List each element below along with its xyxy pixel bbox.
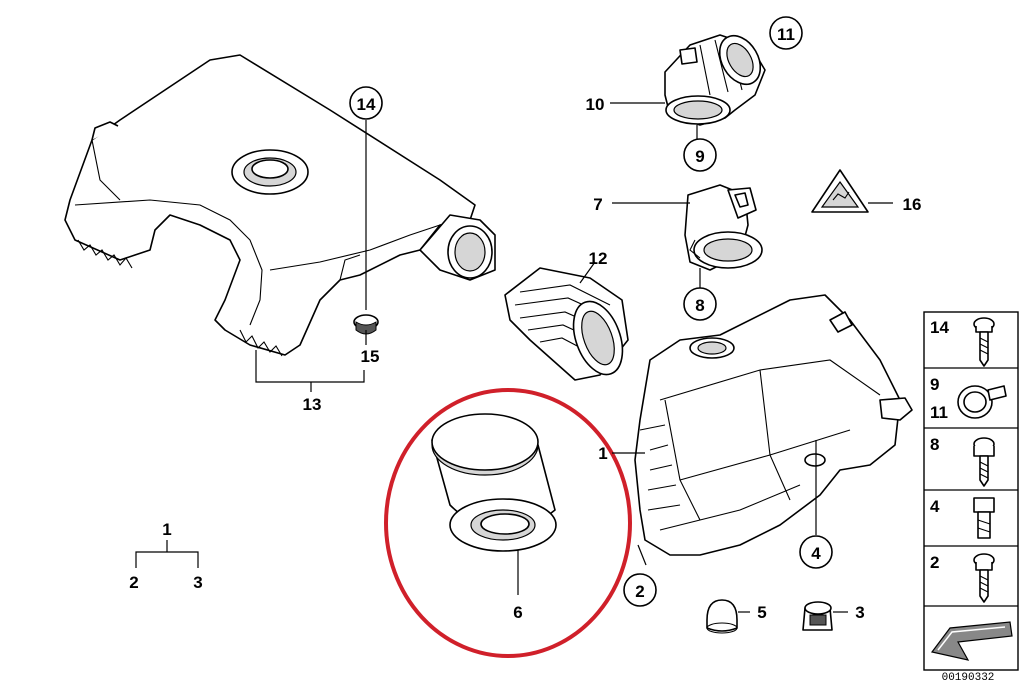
warning-label-icon: [811, 169, 869, 213]
intake-hose[interactable]: [664, 28, 769, 126]
callout-14[interactable]: 14: [349, 86, 383, 120]
label-16: 16: [903, 195, 922, 214]
svg-text:2: 2: [635, 582, 644, 601]
screw-2-icon: [973, 553, 995, 603]
intake-cover[interactable]: [64, 54, 496, 357]
sidebar-label-2: 2: [930, 553, 939, 572]
leader-lines: [135, 102, 893, 613]
intake-bellows[interactable]: [504, 267, 632, 381]
svg-text:8: 8: [695, 296, 704, 315]
label-3: 3: [855, 603, 864, 622]
label-1: 1: [598, 444, 607, 463]
grommet-15[interactable]: [353, 314, 379, 335]
tree-left-label: 2: [129, 573, 138, 592]
svg-text:9: 9: [695, 147, 704, 166]
sidebar-label-8: 8: [930, 435, 939, 454]
image-code: 00190332: [942, 672, 995, 683]
label-7: 7: [593, 195, 602, 214]
svg-text:11: 11: [777, 25, 795, 44]
svg-text:14: 14: [357, 95, 376, 114]
tree-right-label: 3: [193, 573, 202, 592]
grommet-3[interactable]: [802, 601, 833, 631]
hose-clamp-icon: [957, 385, 1007, 419]
tree-root-label: 1: [162, 520, 171, 539]
sidebar-label-4: 4: [930, 497, 940, 516]
label-5: 5: [757, 603, 766, 622]
sidebar-label-11: 11: [930, 403, 948, 422]
label-13: 13: [303, 395, 322, 414]
air-filter-housing[interactable]: [634, 294, 913, 556]
label-6: 6: [513, 603, 522, 622]
callout-8[interactable]: 8: [683, 287, 717, 321]
sidebar-label-14: 14: [930, 318, 949, 337]
callout-2[interactable]: 2: [623, 573, 657, 607]
hardware-sidebar: 14 9 11 8 4 2: [923, 311, 1019, 671]
label-10: 10: [586, 95, 605, 114]
highlight-circle: [384, 388, 632, 658]
label-12: 12: [589, 249, 608, 268]
bolt-4-icon: [973, 497, 995, 539]
air-mass-meter[interactable]: [684, 184, 763, 271]
screw-14-icon: [973, 317, 995, 367]
direction-arrow-icon: [930, 621, 1013, 661]
label-15: 15: [361, 347, 380, 366]
screw-8-icon: [973, 437, 995, 487]
callout-9[interactable]: 9: [683, 138, 717, 172]
callout-11[interactable]: 11: [769, 16, 803, 50]
cap-5[interactable]: [706, 599, 738, 634]
svg-text:4: 4: [811, 544, 821, 563]
sidebar-label-9: 9: [930, 375, 939, 394]
callout-4[interactable]: 4: [799, 535, 833, 569]
air-filter-element[interactable]: [431, 413, 557, 552]
